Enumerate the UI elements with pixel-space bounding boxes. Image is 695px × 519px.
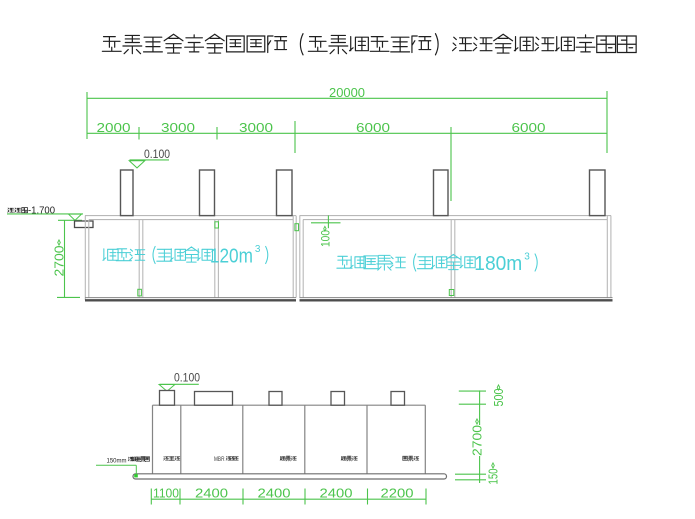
svg-text:2000: 2000 <box>97 120 131 135</box>
svg-text:2700: 2700 <box>471 425 485 456</box>
svg-text:3: 3 <box>255 244 261 255</box>
svg-text:2700: 2700 <box>53 245 67 276</box>
svg-text:3000: 3000 <box>161 120 195 135</box>
svg-text:0.100: 0.100 <box>144 147 170 161</box>
svg-text:6000: 6000 <box>356 120 390 135</box>
svg-text:MBR: MBR <box>214 456 225 463</box>
svg-text:150mm: 150mm <box>107 457 127 464</box>
svg-text:2400: 2400 <box>320 485 353 500</box>
svg-text:180m: 180m <box>474 253 522 275</box>
svg-text:100: 100 <box>320 230 332 247</box>
svg-text:3: 3 <box>524 252 530 263</box>
svg-text:-1.700: -1.700 <box>28 205 55 217</box>
svg-text:500: 500 <box>492 388 506 406</box>
svg-text:1100: 1100 <box>153 485 179 500</box>
svg-text:150: 150 <box>487 468 501 484</box>
svg-text:2200: 2200 <box>381 485 414 500</box>
svg-text:0.100: 0.100 <box>174 370 200 384</box>
svg-text:20000: 20000 <box>329 85 365 100</box>
svg-text:2400: 2400 <box>258 485 291 500</box>
svg-text:2400: 2400 <box>195 485 228 500</box>
svg-text:3000: 3000 <box>239 120 273 135</box>
svg-text:6000: 6000 <box>512 120 546 135</box>
svg-text:120m: 120m <box>210 246 253 268</box>
